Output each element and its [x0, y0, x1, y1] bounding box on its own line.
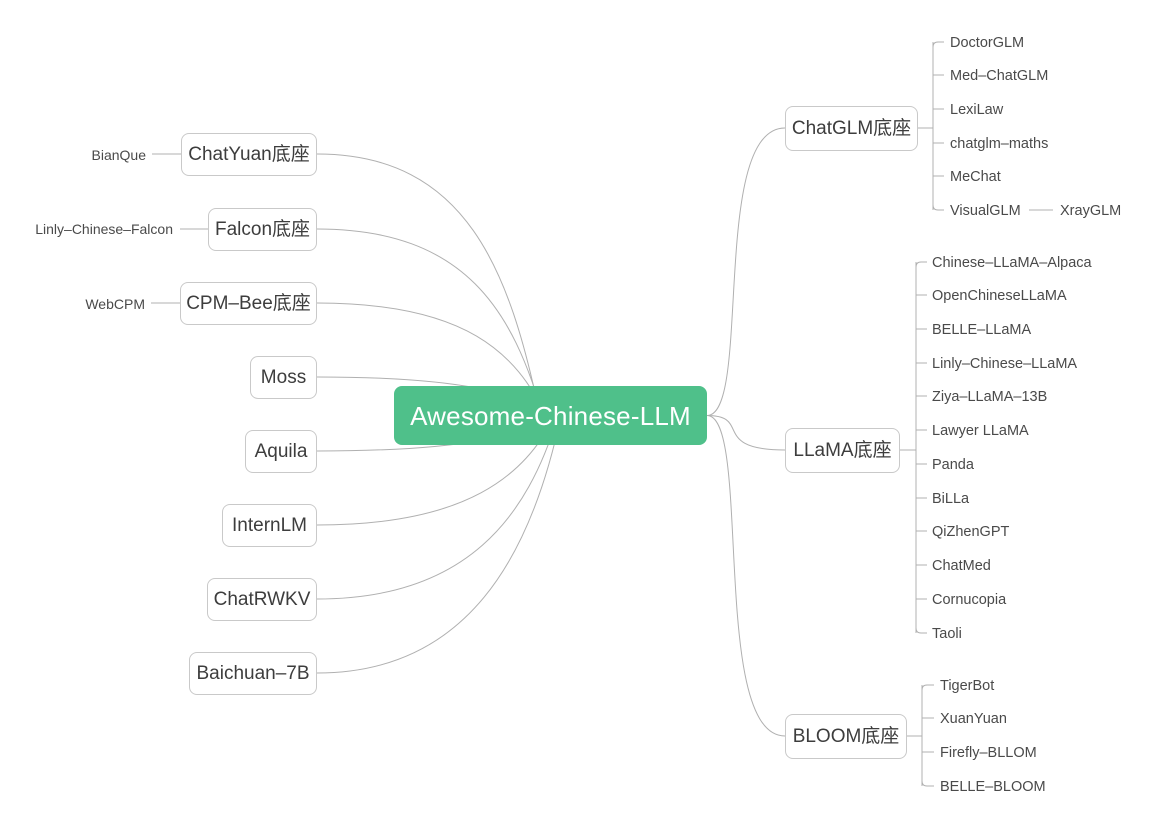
leaf-text: BiLLa: [932, 491, 970, 507]
leaf-text: OpenChineseLLaMA: [932, 288, 1067, 304]
side-label-linly-chinese-falcon[interactable]: Linly–Chinese–Falcon: [0, 222, 173, 236]
leaf-label[interactable]: QiZhenGPT: [932, 525, 1009, 540]
branch-node-moss[interactable]: Moss: [250, 356, 317, 399]
leaf-text: TigerBot: [940, 678, 995, 694]
branch-node-chatglm[interactable]: ChatGLM底座: [785, 106, 918, 151]
side-label-text: BianQue: [91, 147, 146, 163]
leaf-text: Cornucopia: [932, 592, 1007, 608]
branch-node-aquila[interactable]: Aquila: [245, 430, 317, 473]
leaf-label[interactable]: Cornucopia: [932, 593, 1006, 608]
connector-leaf-stub: [921, 684, 934, 691]
connector-root-to-left-branch: [316, 153, 541, 416]
branch-node-label: BLOOM底座: [792, 726, 900, 747]
leaf-text: Linly–Chinese–LLaMA: [932, 356, 1078, 372]
leaf-label[interactable]: TigerBot: [940, 679, 994, 694]
leaf-label[interactable]: MeChat: [950, 170, 1001, 185]
leaf-label[interactable]: DoctorGLM: [950, 36, 1024, 51]
branch-node-chatrwkv[interactable]: ChatRWKV: [207, 578, 317, 621]
leaf-text: LexiLaw: [950, 102, 1004, 118]
leaf-label[interactable]: ChatMed: [932, 559, 991, 574]
branch-node-cpmbee[interactable]: CPM–Bee底座: [180, 282, 317, 325]
connector-root-to-right-branch: [706, 415, 786, 451]
connector-leaf-stub: [921, 780, 934, 787]
leaf-label[interactable]: BELLE–BLOOM: [940, 780, 1046, 795]
connector-leaf-stub: [932, 41, 944, 48]
side-label-webcpm[interactable]: WebCPM: [0, 297, 145, 311]
leaf-text: XuanYuan: [940, 711, 1007, 727]
leaf-text: Taoli: [932, 626, 962, 642]
leaf-text: Panda: [932, 457, 974, 473]
leaf-label[interactable]: Firefly–BLLOM: [940, 746, 1037, 761]
leaf-label[interactable]: BELLE–LLaMA: [932, 323, 1031, 338]
leaf-label[interactable]: Chinese–LLaMA–Alpaca: [932, 256, 1092, 271]
connector-leaf-stub: [915, 627, 927, 634]
branch-node-internlm[interactable]: InternLM: [222, 504, 317, 547]
branch-node-baichuan[interactable]: Baichuan–7B: [189, 652, 317, 695]
leaf-text: VisualGLM: [950, 203, 1021, 219]
branch-node-label: Aquila: [254, 441, 308, 462]
branch-node-label: ChatYuan底座: [188, 144, 310, 165]
branch-node-llama[interactable]: LLaMA底座: [785, 428, 900, 473]
branch-node-chatyuan[interactable]: ChatYuan底座: [181, 133, 317, 176]
leaf-label[interactable]: XuanYuan: [940, 712, 1007, 727]
leaf-label[interactable]: chatglm–maths: [950, 137, 1048, 152]
sub-leaf-label-xrayglm[interactable]: XrayGLM: [1060, 204, 1121, 219]
leaf-text: Firefly–BLLOM: [940, 745, 1037, 761]
leaf-text: MeChat: [950, 169, 1001, 185]
leaf-label[interactable]: VisualGLM: [950, 204, 1021, 219]
leaf-text: Chinese–LLaMA–Alpaca: [932, 255, 1092, 271]
leaf-text: QiZhenGPT: [932, 524, 1010, 540]
leaf-text: ChatMed: [932, 558, 991, 574]
branch-node-label: Falcon底座: [214, 219, 311, 240]
connector-leaf-stub: [915, 261, 927, 268]
branch-node-falcon[interactable]: Falcon底座: [208, 208, 317, 251]
side-label-text: WebCPM: [85, 296, 145, 312]
leaf-label[interactable]: OpenChineseLLaMA: [932, 289, 1067, 304]
leaf-label[interactable]: Ziya–LLaMA–13B: [932, 390, 1047, 405]
side-label-text: Linly–Chinese–Falcon: [35, 221, 173, 237]
root-node-label: Awesome-Chinese-LLM: [410, 400, 691, 431]
branch-node-label: ChatGLM底座: [791, 118, 912, 139]
leaf-label[interactable]: Med–ChatGLM: [950, 69, 1048, 84]
leaf-label[interactable]: LexiLaw: [950, 103, 1003, 118]
leaf-label[interactable]: Panda: [932, 458, 974, 473]
leaf-text: Med–ChatGLM: [950, 68, 1049, 84]
connector-root-to-right-branch: [706, 127, 786, 416]
branch-node-bloom[interactable]: BLOOM底座: [785, 714, 907, 759]
connector-root-to-right-branch: [706, 415, 786, 737]
connector-leaf-stub: [932, 204, 944, 211]
side-label-bianque[interactable]: BianQue: [0, 148, 146, 162]
leaf-label[interactable]: Linly–Chinese–LLaMA: [932, 357, 1077, 372]
leaf-text: Lawyer LLaMA: [932, 423, 1029, 439]
leaf-text: DoctorGLM: [950, 35, 1025, 51]
leaf-text: BELLE–BLOOM: [940, 779, 1046, 795]
leaf-text: XrayGLM: [1060, 203, 1122, 219]
leaf-text: BELLE–LLaMA: [932, 322, 1032, 338]
branch-node-label: CPM–Bee底座: [186, 293, 311, 314]
branch-node-label: ChatRWKV: [213, 589, 311, 610]
connector-root-to-left-branch: [316, 415, 562, 674]
branch-node-label: InternLM: [232, 515, 307, 536]
branch-node-label: LLaMA底座: [793, 440, 892, 461]
root-node[interactable]: Awesome-Chinese-LLM: [394, 386, 707, 445]
leaf-label[interactable]: Lawyer LLaMA: [932, 424, 1029, 439]
branch-node-label: Moss: [260, 367, 307, 388]
leaf-text: Ziya–LLaMA–13B: [932, 389, 1048, 405]
leaf-label[interactable]: Taoli: [932, 627, 962, 642]
leaf-text: chatglm–maths: [950, 136, 1049, 152]
branch-node-label: Baichuan–7B: [196, 663, 310, 684]
leaf-label[interactable]: BiLLa: [932, 492, 969, 507]
